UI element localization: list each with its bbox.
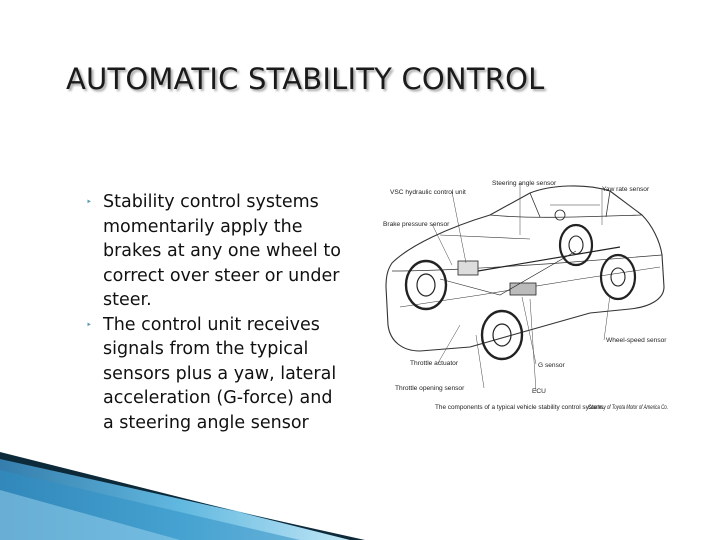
bullet-list: ‣ Stability control systems momentarily … <box>86 190 348 435</box>
label-vsc-hydraulic-control-unit: VSC hydraulic control unit <box>390 189 466 196</box>
slide-title: AUTOMATIC STABILITY CONTROL <box>66 62 545 96</box>
figure-credit: Courtesy of Toyota Motor of America Co. <box>588 404 668 411</box>
wheel-drawings <box>404 223 637 361</box>
label-brake-pressure-sensor: Brake pressure sensor <box>383 221 450 228</box>
figure-caption: The components of a typical vehicle stab… <box>435 404 605 411</box>
label-yaw-rate-sensor: Yaw rate sensor <box>602 186 650 193</box>
bullet-item: ‣ The control unit receives signals from… <box>86 313 348 436</box>
car-diagram: VSC hydraulic control unit Steering angl… <box>383 180 668 411</box>
label-wheel-speed-sensor: Wheel-speed sensor <box>606 337 667 344</box>
bullet-marker-icon: ‣ <box>86 319 92 331</box>
component-drawings <box>439 209 621 296</box>
label-ecu: ECU <box>532 388 546 395</box>
label-steering-angle-sensor: Steering angle sensor <box>492 180 557 187</box>
label-throttle-opening-sensor: Throttle opening sensor <box>395 385 465 392</box>
label-g-sensor: G sensor <box>538 362 566 369</box>
car-outline-drawing <box>385 185 665 352</box>
label-throttle-actuator: Throttle actuator <box>410 360 459 367</box>
bullet-item: ‣ Stability control systems momentarily … <box>86 190 348 313</box>
bullet-text: The control unit receives signals from t… <box>103 314 337 433</box>
stability-control-figure: VSC hydraulic control unit Steering angl… <box>380 175 670 420</box>
bullet-text: Stability control systems momentarily ap… <box>103 192 341 310</box>
label-leader-lines <box>431 183 611 392</box>
bullet-marker-icon: ‣ <box>86 197 92 208</box>
